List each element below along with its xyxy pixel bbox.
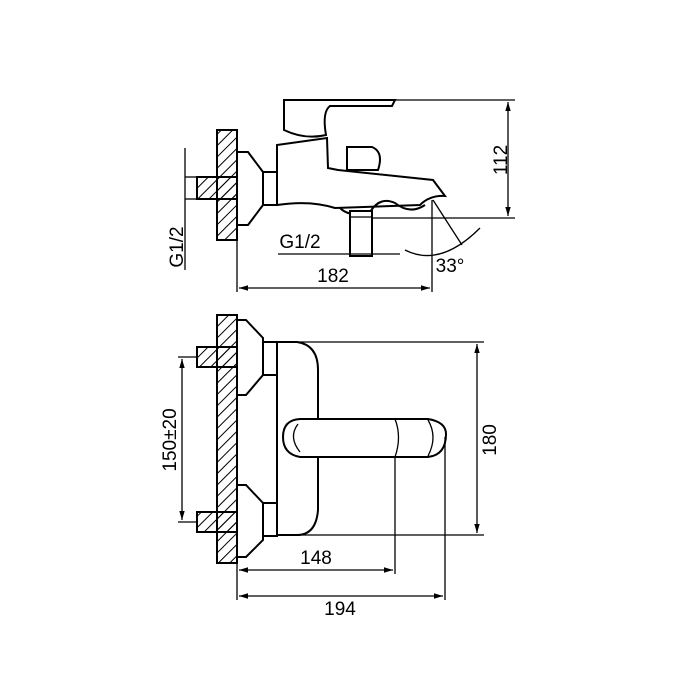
escutcheon-top: [236, 319, 264, 396]
escutcheon-bottom: [236, 484, 264, 558]
inlet-thread-label: G1/2: [167, 226, 188, 267]
side-view: 112 182 G1/2 G1/2 33°: [167, 99, 515, 292]
nut: [262, 171, 278, 206]
inlet-pipe: [196, 176, 238, 200]
front-view: 180 150±20 148 194: [160, 314, 501, 620]
nut-top: [262, 341, 278, 376]
dim-spacing-label: 150±20: [160, 408, 181, 471]
handle: [283, 99, 397, 138]
dim-194-label: 194: [324, 599, 356, 620]
outlet-thread-label: G1/2: [279, 232, 320, 253]
dim-112-label: 112: [491, 145, 512, 175]
dim-180-label: 180: [480, 424, 501, 456]
wall-section: [216, 314, 238, 564]
angle-label: 33°: [436, 256, 465, 277]
diverter-knob: [346, 146, 381, 171]
lever-handle: [281, 418, 448, 458]
escutcheon: [236, 151, 264, 226]
inlet-pipe-bottom: [196, 511, 238, 533]
faucet-body: [276, 136, 448, 210]
inlet-pipe-top: [196, 346, 238, 368]
dim-182-label: 182: [317, 266, 349, 287]
dim-148-label: 148: [300, 548, 332, 569]
nut-bottom: [262, 502, 278, 537]
outlet-connector: [349, 210, 373, 257]
angle-arc: [404, 227, 481, 257]
